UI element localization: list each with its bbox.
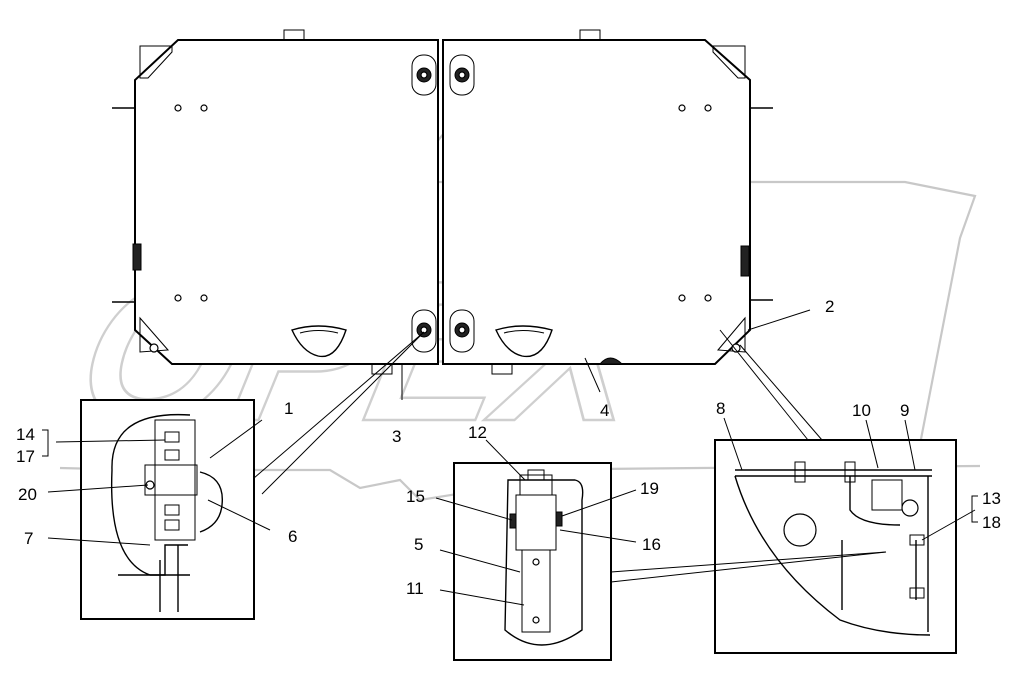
callout-labels: 1 2 3 4 5 6 7 8 9 10 11 12 13 14 15 16 1… (16, 297, 1001, 598)
detail-view-latch (453, 462, 612, 661)
callout-20: 20 (18, 485, 37, 504)
callout-2: 2 (825, 297, 834, 316)
hinge-top-right (449, 54, 475, 96)
callout-19: 19 (640, 479, 659, 498)
main-cover-assembly (112, 29, 773, 375)
callout-7: 7 (24, 529, 33, 548)
callout-18: 18 (982, 513, 1001, 532)
left-cover-panel (134, 39, 439, 365)
callout-8: 8 (716, 399, 725, 418)
detail-view-bracket (714, 439, 957, 654)
callout-13: 13 (982, 489, 1001, 508)
handle-left (291, 325, 347, 358)
handle-right (495, 325, 553, 358)
callout-6: 6 (288, 527, 297, 546)
hinge-top-left (411, 54, 437, 96)
detail-view-hinge (80, 399, 255, 620)
callout-5: 5 (414, 535, 423, 554)
hinge-bottom-left (411, 309, 437, 353)
callout-14: 14 (16, 425, 35, 444)
callout-9: 9 (900, 401, 909, 420)
callout-10: 10 (852, 401, 871, 420)
callout-11: 11 (406, 579, 424, 598)
callout-3: 3 (392, 427, 401, 446)
hinge-bottom-right (449, 309, 475, 353)
callout-leaders (42, 309, 978, 606)
right-cover-panel (442, 39, 751, 365)
callout-17: 17 (16, 447, 35, 466)
callout-12: 12 (468, 423, 487, 442)
callout-1: 1 (284, 399, 293, 418)
callout-4: 4 (600, 401, 609, 420)
callout-16: 16 (642, 535, 661, 554)
callout-15: 15 (406, 487, 425, 506)
